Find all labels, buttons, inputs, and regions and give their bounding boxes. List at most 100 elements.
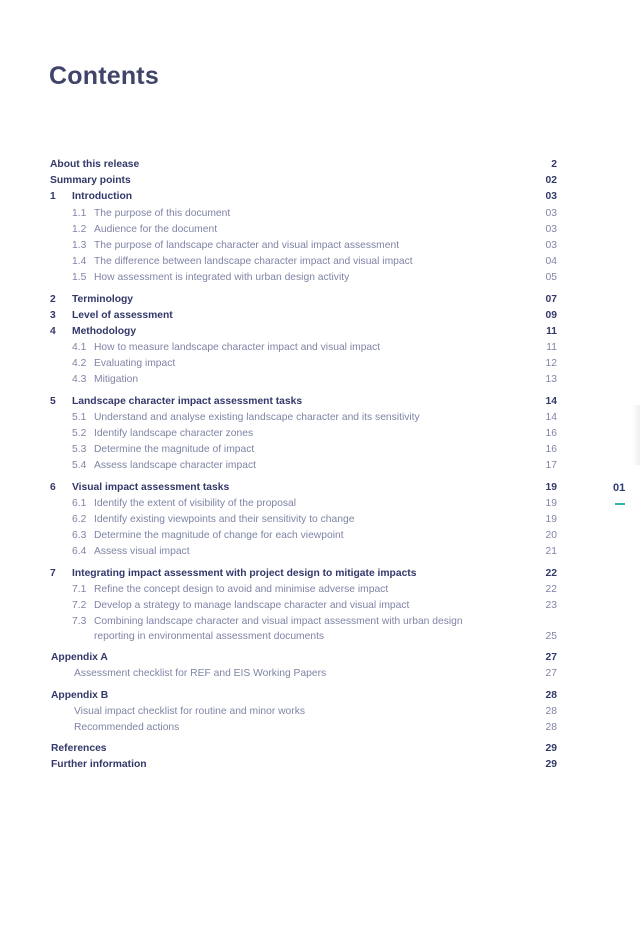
toc-page-number: 27 bbox=[545, 668, 557, 680]
toc-page-number: 13 bbox=[545, 374, 557, 386]
toc-entry-title: Mitigation bbox=[94, 374, 139, 386]
toc-entry-title: Refine the concept design to avoid and m… bbox=[94, 583, 389, 595]
toc-entry-number: 1 bbox=[50, 191, 56, 203]
toc-entry-title: Level of assessment bbox=[72, 309, 173, 321]
toc-entry-number: 5.3 bbox=[72, 444, 87, 456]
toc-entry-number: 1.5 bbox=[72, 272, 87, 284]
toc-entry-title: Combining landscape character and visual… bbox=[94, 616, 463, 628]
toc-entry-title: About this release bbox=[50, 159, 140, 170]
toc-entry-title: Summary points bbox=[50, 175, 131, 187]
page-edge-shadow bbox=[632, 405, 640, 465]
toc-entry-number: 4.2 bbox=[72, 358, 87, 370]
toc-page-number: 27 bbox=[545, 652, 557, 664]
toc-page-number: 19 bbox=[545, 497, 557, 509]
toc-entry-number: 2 bbox=[50, 293, 56, 305]
toc-page-number: 28 bbox=[545, 705, 557, 717]
toc-entry-title: Identify the extent of visibility of the… bbox=[94, 497, 297, 509]
toc-entry-number: 7.2 bbox=[72, 599, 87, 611]
toc-entry-title: The difference between landscape charact… bbox=[94, 256, 413, 268]
toc-entry-title: Terminology bbox=[72, 293, 134, 305]
toc-page-number: 20 bbox=[545, 530, 557, 542]
toc-entry-number: 7.1 bbox=[72, 583, 87, 595]
toc-entry-title: Develop a strategy to manage landscape c… bbox=[94, 599, 410, 611]
toc-page-number: 05 bbox=[545, 272, 557, 284]
toc-page-number: 28 bbox=[545, 689, 557, 701]
toc-page-number: 03 bbox=[545, 223, 557, 235]
toc-section-row[interactable]: References 29 bbox=[0, 741, 640, 757]
page-title: Contents bbox=[49, 62, 159, 90]
toc-entry-number: 5.4 bbox=[72, 460, 87, 472]
toc-page-number: 09 bbox=[545, 309, 557, 321]
toc-page-number: 28 bbox=[545, 722, 557, 733]
toc-entry-number: 5 bbox=[50, 395, 56, 407]
toc-subsection-row[interactable]: Assessment checklist for REF and EIS Wor… bbox=[0, 666, 640, 682]
toc-section-row[interactable]: 3 Level of assessment 09 bbox=[0, 308, 640, 324]
toc-entry-title: Further information bbox=[51, 759, 147, 771]
toc-entry-title: The purpose of this document bbox=[94, 207, 231, 219]
toc-page-number: 29 bbox=[545, 743, 557, 755]
toc-entry-title: Introduction bbox=[72, 191, 133, 203]
toc-entry-number: 3 bbox=[50, 309, 56, 321]
toc-page-number: 11 bbox=[546, 342, 557, 354]
toc-subsection-row[interactable]: 5.1 Understand and analyse existing lands… bbox=[0, 410, 640, 426]
toc-section-row[interactable]: Further information 29 bbox=[0, 757, 640, 773]
toc-entry-number: 6.3 bbox=[72, 530, 87, 542]
toc-entry-title: Integrating impact assessment with proje… bbox=[72, 567, 417, 579]
toc-subsection-row[interactable]: Visual impact checklist for routine and … bbox=[0, 704, 640, 720]
chapter-tab-marker: 01 bbox=[613, 482, 626, 494]
toc-subsection-row[interactable]: reporting in environmental assessment do… bbox=[0, 629, 640, 645]
toc-page-number: 02 bbox=[545, 175, 557, 187]
toc-entry-number: 4.3 bbox=[72, 374, 87, 386]
toc-page-number: 22 bbox=[545, 583, 557, 595]
toc-entry-title: The purpose of landscape character and v… bbox=[94, 239, 400, 251]
toc-section-row[interactable]: Summary points 02 bbox=[0, 173, 640, 189]
toc-page-number: 29 bbox=[545, 759, 557, 771]
chapter-tab-underline bbox=[615, 503, 625, 505]
toc-entry-number: 4 bbox=[50, 325, 56, 337]
toc-section-row[interactable]: 1 Introduction 03 bbox=[0, 189, 640, 205]
toc-entry-title: Identify existing viewpoints and their s… bbox=[94, 513, 355, 525]
toc-subsection-row[interactable]: 7.2 Develop a strategy to manage landscap… bbox=[0, 598, 640, 614]
toc-entry-title: Understand and analyse existing landscap… bbox=[94, 411, 420, 423]
toc-page-number: 19 bbox=[545, 513, 557, 525]
toc-entry-title: References bbox=[51, 743, 107, 755]
toc-entry-title: Evaluating impact bbox=[94, 358, 176, 370]
toc-entry-number: 6 bbox=[50, 481, 56, 493]
toc-entry-title: Assess landscape character impact bbox=[94, 460, 256, 472]
toc-page-number: 16 bbox=[545, 444, 557, 456]
toc-subsection-row[interactable]: 7.1 Refine the concept design to avoid an… bbox=[0, 582, 640, 598]
toc-page-number: 25 bbox=[545, 631, 557, 643]
toc-page-number: 21 bbox=[545, 546, 557, 558]
toc-page-number: 03 bbox=[545, 191, 557, 203]
toc-entry-number: 1.2 bbox=[72, 223, 87, 235]
toc-subsection-row[interactable]: 4.3 Mitigation 13 bbox=[0, 372, 640, 388]
toc-page-number: 14 bbox=[545, 395, 557, 407]
toc-entry-number: 5.1 bbox=[72, 411, 87, 423]
toc-entry-title: Visual impact assessment tasks bbox=[72, 481, 230, 493]
